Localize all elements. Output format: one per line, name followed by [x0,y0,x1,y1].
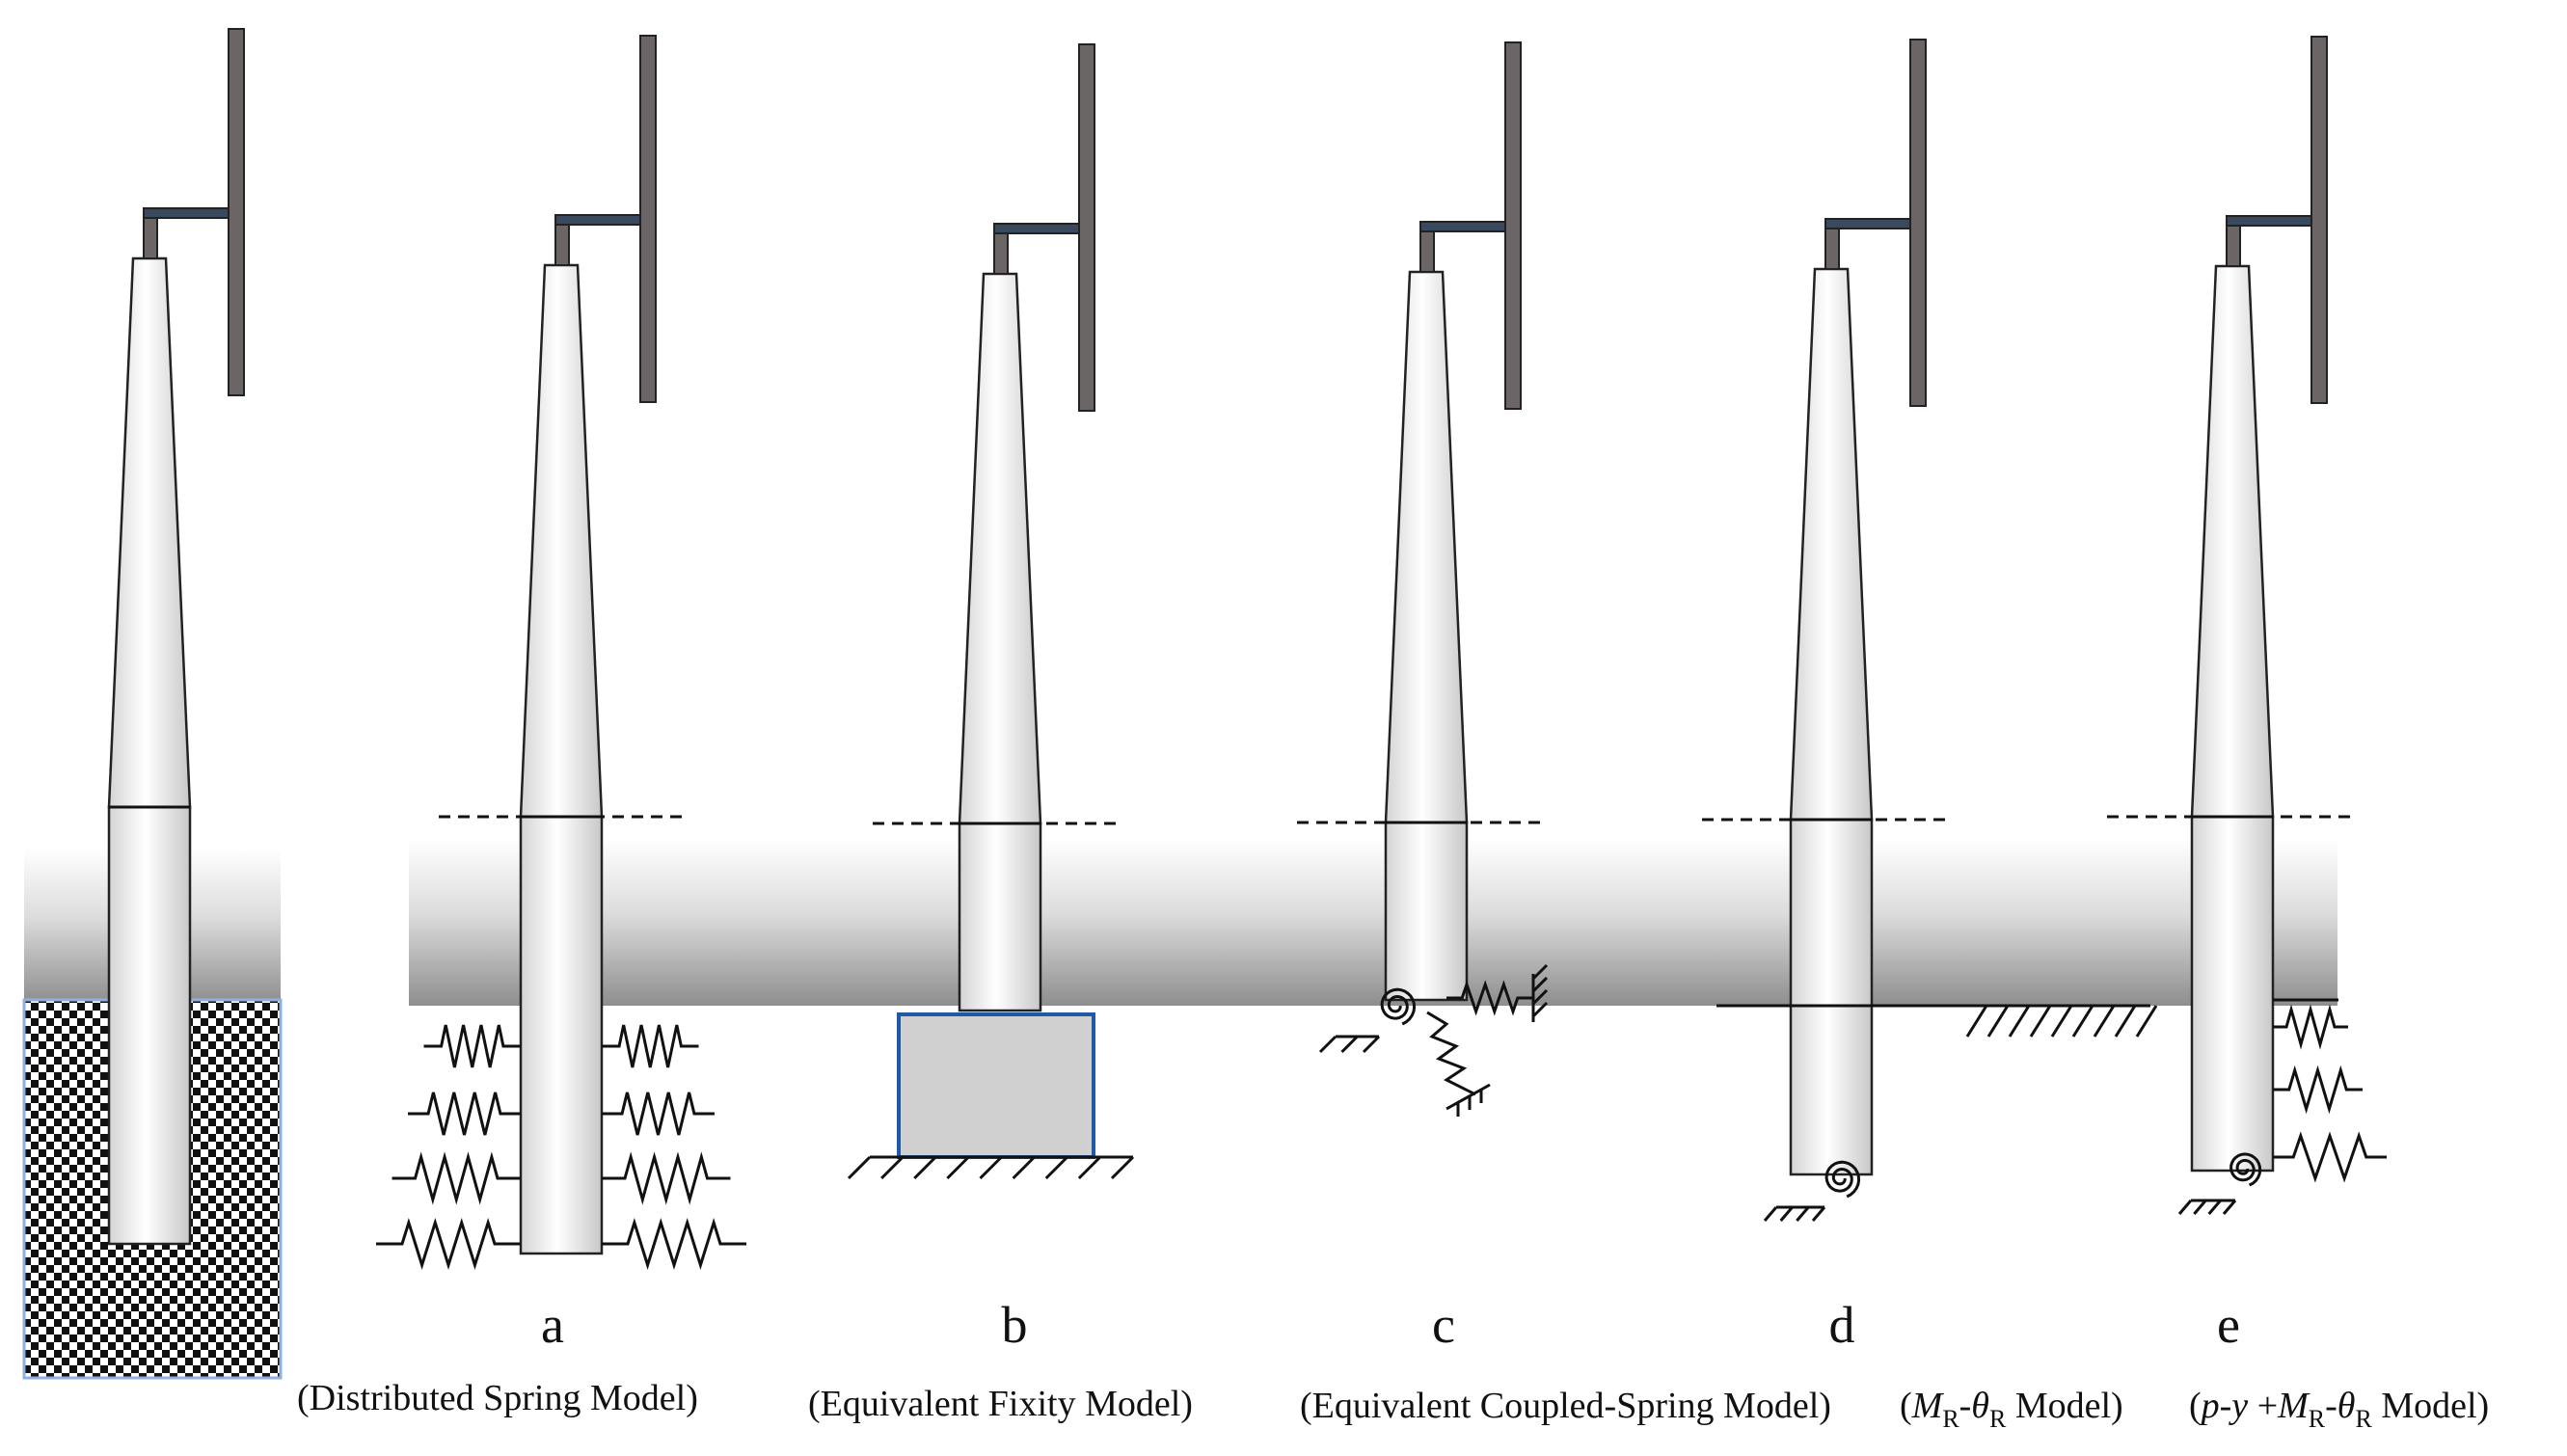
monopile-1 [107,805,192,1246]
ground-hatch-d [1763,1205,1826,1222]
nacelle-post-a [554,220,570,266]
monopile-c [1384,821,1469,1002]
spring-right-1 [602,1024,699,1068]
caption-b: (Equivalent Fixity Model) [808,1384,1193,1424]
py-spring-2 [2273,1065,2363,1115]
nacelle-post-1 [143,213,158,259]
water-layer-2 [409,839,2337,1006]
rotor-blade-e [2310,36,2328,404]
rotor-blade-a [639,35,657,403]
tower-c [1384,270,1469,824]
spring-left-1 [423,1024,521,1068]
panel-letter-a: a [541,1296,564,1354]
tower-e [2190,264,2275,819]
turbine-b [873,43,1119,1012]
caption-c: (Equivalent Coupled-Spring Model) [1300,1386,1831,1426]
ground-hatch-e [2177,1199,2237,1215]
rotor-blade-d [1909,39,1927,407]
ground-hatch-c1 [1318,1035,1381,1054]
lateral-spring-c [1446,980,1533,1016]
nacelle-a [554,214,641,226]
coupled-spring-c [1426,1011,1476,1096]
tower-d [1789,267,1874,822]
py-spring-1 [2273,1004,2348,1050]
rotor-blade-1 [228,28,245,396]
tower-a [519,263,604,819]
rotational-spring-c [1380,987,1417,1026]
rotor-blade-c [1504,41,1522,410]
caption-a: (Distributed Spring Model) [297,1378,698,1418]
monopile-d [1789,818,1874,1176]
turbine-1 [107,28,245,1246]
nacelle-1 [143,207,230,219]
py-spring-3 [2273,1131,2387,1183]
panel-letter-b: b [1002,1296,1028,1354]
spring-right-2 [602,1092,715,1136]
nacelle-e [2226,215,2312,227]
nacelle-post-c [1419,227,1435,273]
monopile-b [958,822,1042,1012]
monopile-a [519,815,604,1255]
nacelle-post-b [993,229,1009,275]
monopile-e [2190,815,2275,1173]
rotor-blade-b [1078,43,1095,412]
turbine-d [1702,39,1953,1176]
tower-b [958,272,1042,825]
nacelle-d [1824,218,1911,229]
fixed-base-block [897,1012,1095,1159]
spring-right-3 [602,1151,731,1205]
caption-d: (MR-θR Model) [1900,1386,2123,1433]
caption-e: (p-y +MR-θR Model) [2189,1386,2489,1433]
panel-letter-e: e [2217,1296,2240,1354]
spring-left-4 [376,1217,521,1271]
nacelle-c [1419,221,1506,232]
turbine-c [1297,41,1543,1002]
panel-letter-d: d [1829,1296,1855,1354]
spring-left-3 [392,1151,521,1205]
nacelle-b [993,223,1080,234]
nacelle-post-e [2226,221,2241,267]
panel-letter-c: c [1432,1296,1455,1354]
turbine-a [439,35,687,1255]
rotational-spring-e [2229,1152,2262,1187]
spring-right-4 [602,1217,746,1271]
nacelle-post-d [1824,224,1840,270]
turbine-e [2107,36,2353,1173]
spring-left-2 [408,1092,521,1136]
ground-hatch-b [847,1155,1135,1180]
rotational-spring-d [1824,1160,1861,1199]
tower-1 [107,256,192,809]
